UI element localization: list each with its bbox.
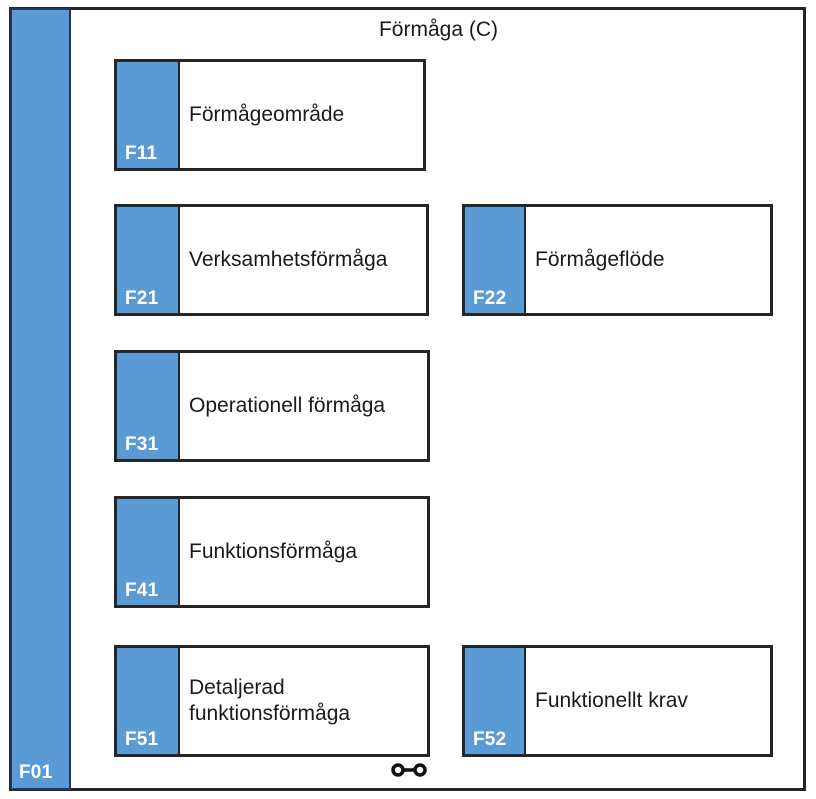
node-f22-body: Förmågeflöde	[526, 207, 770, 313]
node-f31-id-tab: F31	[117, 353, 180, 459]
node-f51-id-label: F51	[125, 729, 159, 750]
node-f31-label: Operationell förmåga	[189, 394, 386, 418]
node-f52-id-label: F52	[473, 729, 507, 750]
node-f31-body: Operationell förmåga	[180, 353, 427, 459]
node-f21-body: Verksamhetsförmåga	[180, 207, 426, 313]
node-f41-body: Funktionsförmåga	[180, 499, 427, 605]
root-node-id-label: F01	[19, 762, 53, 783]
node-f52-label: Funktionellt krav	[535, 689, 688, 713]
node-f22-label: Förmågeflöde	[535, 248, 665, 272]
node-f51[interactable]: F51 Detaljerad funktionsförmåga	[114, 645, 430, 757]
node-f51-body: Detaljerad funktionsförmåga	[180, 648, 427, 754]
node-f51-id-tab: F51	[117, 648, 180, 754]
node-f41-label: Funktionsförmåga	[189, 540, 358, 564]
node-f11[interactable]: F11 Förmågeområde	[114, 59, 426, 171]
node-f41-id-label: F41	[125, 580, 159, 601]
node-f22-id-label: F22	[473, 288, 507, 309]
node-f41[interactable]: F41 Funktionsförmåga	[114, 496, 430, 608]
node-f21[interactable]: F21 Verksamhetsförmåga	[114, 204, 429, 316]
node-f51-label: Detaljerad funktionsförmåga	[189, 676, 351, 725]
link-connector-icon	[388, 760, 430, 780]
node-f21-label: Verksamhetsförmåga	[189, 248, 388, 272]
root-node-f01[interactable]: F01	[10, 8, 71, 790]
node-f21-id-label: F21	[125, 288, 159, 309]
node-f52-id-tab: F52	[465, 648, 526, 754]
node-f31-id-label: F31	[125, 434, 159, 455]
node-f52-body: Funktionellt krav	[526, 648, 770, 754]
node-f41-id-tab: F41	[117, 499, 180, 605]
node-f22-id-tab: F22	[465, 207, 526, 313]
node-f11-id-tab: F11	[117, 62, 180, 168]
node-f31[interactable]: F31 Operationell förmåga	[114, 350, 430, 462]
node-f11-label: Förmågeområde	[189, 103, 345, 127]
diagram-title: Förmåga (C)	[378, 18, 499, 41]
node-f21-id-tab: F21	[117, 207, 180, 313]
node-f11-body: Förmågeområde	[180, 62, 423, 168]
node-f11-id-label: F11	[125, 143, 158, 164]
node-f52[interactable]: F52 Funktionellt krav	[462, 645, 773, 757]
node-f22[interactable]: F22 Förmågeflöde	[462, 204, 773, 316]
